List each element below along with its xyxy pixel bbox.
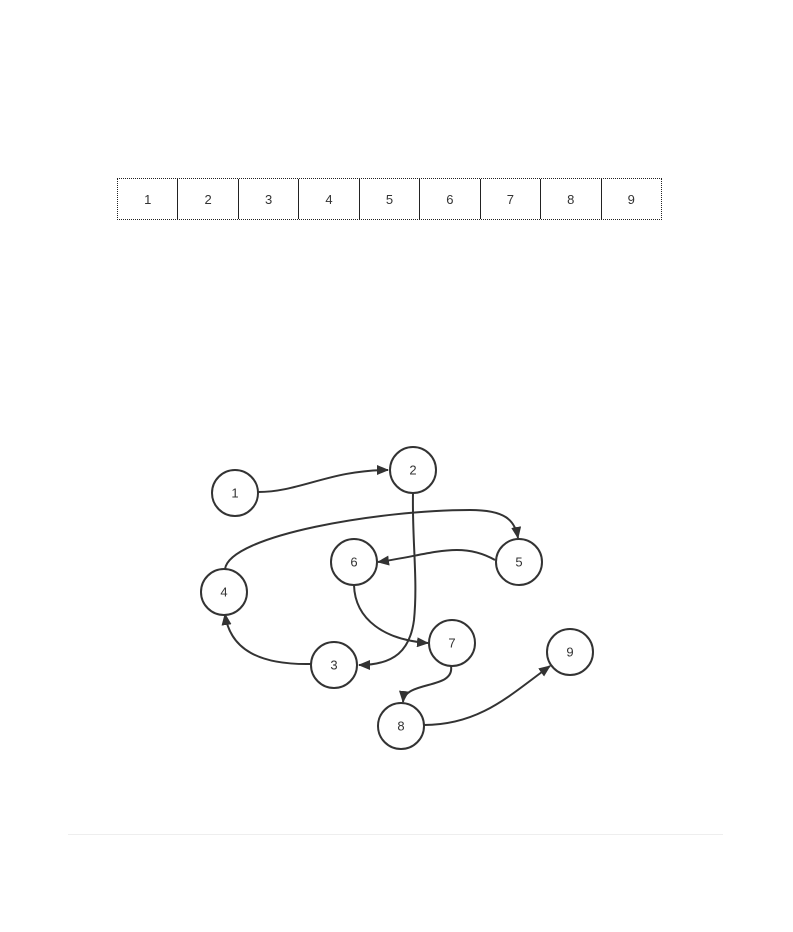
- node-3-label: 3: [330, 658, 337, 673]
- node-6-label: 6: [350, 555, 357, 570]
- array-cell-6: 6: [419, 179, 479, 219]
- edge-5-to-6: [377, 549, 496, 566]
- node-6: 6: [330, 538, 378, 586]
- node-8: 8: [377, 702, 425, 750]
- node-2: 2: [389, 446, 437, 494]
- edge-3-to-4: [221, 613, 312, 666]
- array-cell-8: 8: [540, 179, 600, 219]
- node-7-label: 7: [448, 636, 455, 651]
- edge-6-to-7: [353, 584, 429, 648]
- graph-edges: [221, 465, 551, 726]
- node-9: 9: [546, 628, 594, 676]
- node-1: 1: [211, 469, 259, 517]
- edge-8-to-9: [423, 665, 551, 726]
- node-9-label: 9: [566, 645, 573, 660]
- array-cell-2: 2: [177, 179, 237, 219]
- node-1-label: 1: [231, 486, 238, 501]
- array-cell-9: 9: [600, 179, 661, 219]
- edge-2-to-3: [358, 492, 417, 670]
- array-strip: 1 2 3 4 5 6 7 8 9: [117, 178, 662, 220]
- node-8-label: 8: [397, 719, 404, 734]
- node-5-label: 5: [515, 555, 522, 570]
- graph-nodes: 1 2 3 4 5 6 7 8: [200, 446, 594, 750]
- node-7: 7: [428, 619, 476, 667]
- node-5: 5: [495, 538, 543, 586]
- footer-divider: [68, 834, 723, 835]
- node-4: 4: [200, 568, 248, 616]
- array-cell-1: 1: [144, 191, 152, 207]
- array-cell-4: 4: [298, 179, 358, 219]
- node-2-label: 2: [409, 463, 416, 478]
- node-4-label: 4: [220, 585, 227, 600]
- array-cell-3: 3: [237, 179, 298, 219]
- edge-1-to-2: [257, 465, 389, 493]
- array-cell-7: 7: [479, 179, 540, 219]
- node-3: 3: [310, 641, 358, 689]
- edge-7-to-8: [399, 665, 453, 703]
- array-cell-5: 5: [358, 179, 419, 219]
- edge-4-to-5: [224, 508, 522, 570]
